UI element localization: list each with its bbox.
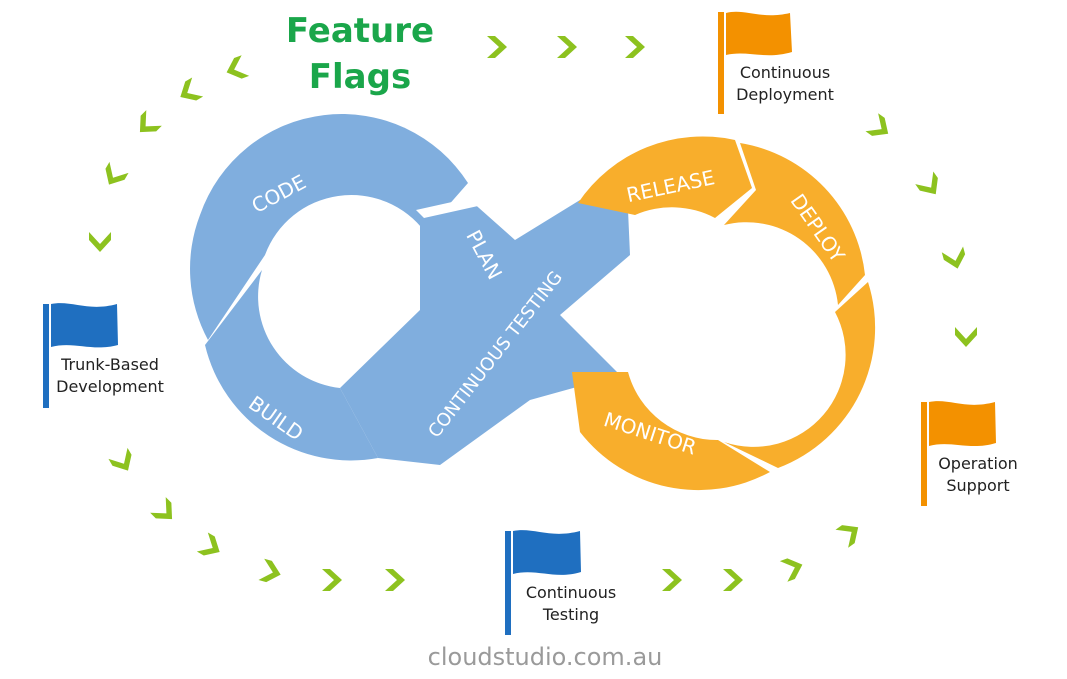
chevron-icon (865, 113, 895, 143)
label-line: Support (946, 476, 1010, 495)
label-continuous-deployment: Continuous Deployment (726, 62, 844, 106)
chevron-icon (258, 558, 284, 586)
chevron-icon (222, 55, 250, 83)
release-segment (578, 136, 752, 218)
chevron-icon (385, 569, 405, 591)
label-line: Testing (542, 605, 600, 624)
label-trunk-based: Trunk-Based Development (50, 354, 170, 398)
chevron-icon (174, 77, 204, 107)
label-line: Development (56, 377, 164, 396)
flag-continuous-testing (505, 530, 581, 635)
chevron-icon (625, 36, 645, 58)
chevron-icon (196, 532, 226, 562)
chevron-icon (108, 447, 138, 477)
chevron-icon (723, 569, 743, 591)
chevron-icon (150, 497, 180, 527)
label-line: Continuous (525, 583, 617, 602)
blue-loop-gaps (416, 198, 478, 218)
label-line: Operation (938, 454, 1018, 473)
orange-loop (572, 136, 876, 491)
label-line: Trunk-Based (61, 355, 159, 374)
chevron-icon (132, 110, 162, 140)
orange-flag-icon (929, 401, 996, 447)
page-title: Feature Flags (255, 8, 465, 100)
blue-flag-icon (513, 530, 581, 575)
chevron-icon (955, 327, 977, 347)
flag-operation-support (921, 401, 996, 506)
label-line: Deployment (736, 85, 834, 104)
code-segment (190, 114, 468, 340)
flag-continuous-deployment (718, 11, 792, 114)
flag-trunk-based (43, 303, 118, 408)
chevron-icon (322, 569, 342, 591)
title-line-2: Flags (308, 57, 412, 97)
label-operation-support: Operation Support (928, 453, 1028, 497)
chevron-icon (662, 569, 682, 591)
label-line: Continuous (739, 63, 831, 82)
footer-credit: cloudstudio.com.au (427, 643, 663, 671)
chevron-icon (915, 171, 945, 201)
chevron-icon (89, 232, 111, 252)
monitor-segment (572, 372, 770, 491)
chevron-icon (941, 246, 969, 272)
label-continuous-testing-flag: Continuous Testing (516, 582, 626, 626)
build-segment (205, 270, 378, 461)
blue-loop (190, 114, 630, 465)
chevron-icon (557, 36, 577, 58)
chevron-icon (779, 554, 807, 582)
title-line-1: Feature (285, 11, 435, 51)
operate-segment (724, 282, 876, 468)
cross-segment (340, 200, 630, 465)
orange-flag-icon (726, 11, 792, 56)
blue-flag-icon (51, 303, 118, 348)
chevron-icon (835, 518, 865, 548)
deploy-segment (724, 143, 865, 305)
chevron-icon (487, 36, 507, 58)
chevron-icon (99, 161, 129, 191)
